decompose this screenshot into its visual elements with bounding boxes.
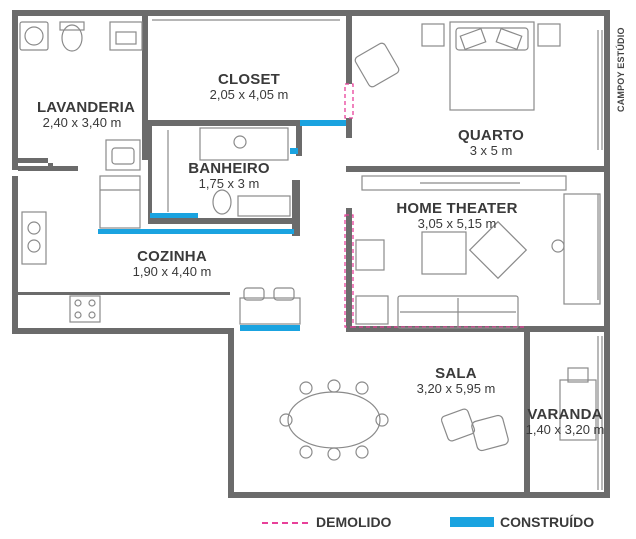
- room-dims-quarto: 3 x 5 m: [469, 143, 513, 158]
- legend-demolido-label: DEMOLIDO: [316, 514, 392, 530]
- walls: [12, 10, 610, 498]
- room-name-home-theater: HOME THEATER: [396, 200, 518, 217]
- legend-construido-swatch: [450, 517, 494, 527]
- room-dims-banheiro: 1,75 x 3 m: [198, 176, 260, 191]
- room-name-closet: CLOSET: [217, 71, 281, 88]
- room-dims-home-theater: 3,05 x 5,15 m: [417, 216, 497, 231]
- room-dims-closet: 2,05 x 4,05 m: [209, 87, 289, 102]
- room-dims-lavanderia: 2,40 x 3,40 m: [42, 115, 122, 130]
- demolished-walls: [344, 83, 524, 328]
- room-name-cozinha: COZINHA: [137, 248, 207, 265]
- room-name-lavanderia: LAVANDERIA: [36, 99, 136, 116]
- room-name-sala: SALA: [435, 365, 477, 382]
- credit-text: CAMPOY ESTÚDIO: [616, 27, 626, 112]
- constructed-walls: [98, 120, 346, 331]
- room-dims-sala: 3,20 x 5,95 m: [416, 381, 496, 396]
- legend-construido-label: CONSTRUÍDO: [500, 514, 595, 530]
- legend-demolido-swatch: [262, 522, 308, 524]
- room-dims-varanda: 1,40 x 3,20 m: [525, 422, 605, 437]
- room-name-varanda: VARANDA: [527, 406, 603, 423]
- room-name-banheiro: BANHEIRO: [188, 160, 270, 177]
- room-name-quarto: QUARTO: [458, 127, 524, 144]
- furniture: [19, 19, 603, 490]
- room-dims-cozinha: 1,90 x 4,40 m: [132, 264, 212, 279]
